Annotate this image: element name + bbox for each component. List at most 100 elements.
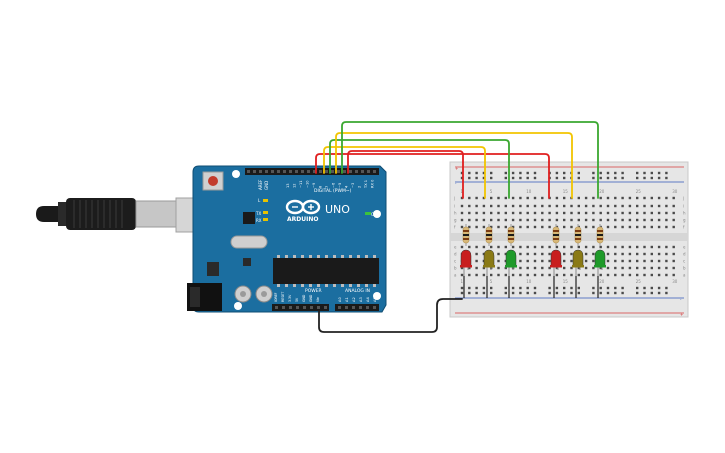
breadboard-hole[interactable]: [511, 196, 515, 200]
breadboard-hole[interactable]: [555, 204, 559, 208]
breadboard-hole[interactable]: [541, 218, 544, 222]
breadboard-hole[interactable]: [621, 273, 624, 277]
breadboard-hole[interactable]: [672, 266, 675, 270]
rail-hole[interactable]: [650, 291, 653, 295]
ground-jumpers[interactable]: [463, 276, 599, 298]
breadboard-hole[interactable]: [519, 252, 522, 256]
breadboard-hole[interactable]: [555, 218, 559, 222]
rail-hole[interactable]: [643, 286, 646, 290]
breadboard-hole[interactable]: [643, 266, 646, 270]
rail-hole[interactable]: [577, 171, 580, 175]
breadboard-hole[interactable]: [643, 225, 646, 229]
breadboard-hole[interactable]: [628, 225, 632, 229]
breadboard-hole[interactable]: [468, 266, 471, 270]
breadboard-hole[interactable]: [519, 196, 522, 200]
breadboard-hole[interactable]: [482, 196, 486, 200]
breadboard-hole[interactable]: [541, 266, 544, 270]
rail-hole[interactable]: [606, 291, 610, 295]
breadboard-hole[interactable]: [672, 196, 675, 200]
rail-hole[interactable]: [468, 176, 471, 180]
wire-yellow-2[interactable]: [335, 132, 573, 199]
breadboard-hole[interactable]: [541, 245, 544, 249]
breadboard-hole[interactable]: [665, 259, 668, 263]
breadboard-hole[interactable]: [548, 273, 551, 277]
breadboard-hole[interactable]: [460, 273, 464, 277]
rail-hole[interactable]: [533, 171, 537, 175]
rail-hole[interactable]: [650, 286, 653, 290]
breadboard-hole[interactable]: [592, 211, 595, 215]
breadboard-hole[interactable]: [599, 273, 602, 277]
wire-green-1[interactable]: [329, 139, 510, 199]
breadboard-hole[interactable]: [657, 211, 661, 215]
breadboard-hole[interactable]: [584, 273, 588, 277]
breadboard-hole[interactable]: [504, 252, 507, 256]
breadboard-hole[interactable]: [657, 196, 661, 200]
breadboard-hole[interactable]: [614, 259, 617, 263]
breadboard-hole[interactable]: [519, 273, 522, 277]
breadboard-hole[interactable]: [555, 273, 559, 277]
breadboard-hole[interactable]: [577, 204, 580, 208]
breadboard-hole[interactable]: [650, 218, 653, 222]
breadboard-hole[interactable]: [490, 245, 493, 249]
breadboard-hole[interactable]: [504, 266, 507, 270]
breadboard-hole[interactable]: [519, 266, 522, 270]
breadboard-hole[interactable]: [555, 196, 559, 200]
rail-hole[interactable]: [577, 291, 580, 295]
breadboard-hole[interactable]: [490, 204, 493, 208]
rail-hole[interactable]: [665, 286, 668, 290]
breadboard-hole[interactable]: [475, 245, 478, 249]
rail-hole[interactable]: [482, 291, 486, 295]
rail-hole[interactable]: [599, 171, 602, 175]
rail-hole[interactable]: [519, 176, 522, 180]
rail-hole[interactable]: [490, 286, 493, 290]
rail-hole[interactable]: [621, 286, 624, 290]
breadboard-hole[interactable]: [592, 273, 595, 277]
rail-hole[interactable]: [606, 286, 610, 290]
breadboard-hole[interactable]: [672, 252, 675, 256]
rail-hole[interactable]: [555, 291, 559, 295]
rail-hole[interactable]: [460, 291, 464, 295]
rail-hole[interactable]: [650, 176, 653, 180]
rail-hole[interactable]: [614, 286, 617, 290]
breadboard-hole[interactable]: [533, 266, 537, 270]
breadboard-hole[interactable]: [606, 196, 610, 200]
breadboard-hole[interactable]: [511, 218, 515, 222]
breadboard-hole[interactable]: [636, 266, 639, 270]
breadboard-hole[interactable]: [482, 225, 486, 229]
breadboard-hole[interactable]: [563, 252, 566, 256]
breadboard-hole[interactable]: [650, 245, 653, 249]
breadboard-hole[interactable]: [497, 266, 500, 270]
rail-hole[interactable]: [636, 176, 639, 180]
rail-hole[interactable]: [643, 176, 646, 180]
breadboard-hole[interactable]: [563, 218, 566, 222]
breadboard-hole[interactable]: [643, 211, 646, 215]
rail-hole[interactable]: [621, 171, 624, 175]
breadboard-hole[interactable]: [672, 211, 675, 215]
rail-hole[interactable]: [555, 171, 559, 175]
rail-hole[interactable]: [592, 286, 595, 290]
breadboard-hole[interactable]: [584, 252, 588, 256]
breadboard-hole[interactable]: [511, 273, 515, 277]
rail-hole[interactable]: [511, 176, 515, 180]
breadboard-hole[interactable]: [592, 266, 595, 270]
breadboard-hole[interactable]: [665, 252, 668, 256]
jumper-wires[interactable]: [315, 121, 599, 333]
rail-hole[interactable]: [621, 176, 624, 180]
breadboard-hole[interactable]: [511, 204, 515, 208]
breadboard-hole[interactable]: [504, 204, 507, 208]
rail-hole[interactable]: [504, 171, 507, 175]
breadboard-hole[interactable]: [621, 245, 624, 249]
breadboard-hole[interactable]: [672, 218, 675, 222]
breadboard-hole[interactable]: [636, 211, 639, 215]
breadboard-hole[interactable]: [592, 245, 595, 249]
breadboard-hole[interactable]: [533, 225, 537, 229]
breadboard-hole[interactable]: [563, 196, 566, 200]
breadboard-hole[interactable]: [482, 204, 486, 208]
breadboard-hole[interactable]: [460, 218, 464, 222]
rail-hole[interactable]: [482, 171, 486, 175]
breadboard-hole[interactable]: [621, 225, 624, 229]
breadboard-hole[interactable]: [628, 204, 632, 208]
breadboard-hole[interactable]: [636, 204, 639, 208]
breadboard-hole[interactable]: [577, 211, 580, 215]
breadboard-hole[interactable]: [541, 204, 544, 208]
